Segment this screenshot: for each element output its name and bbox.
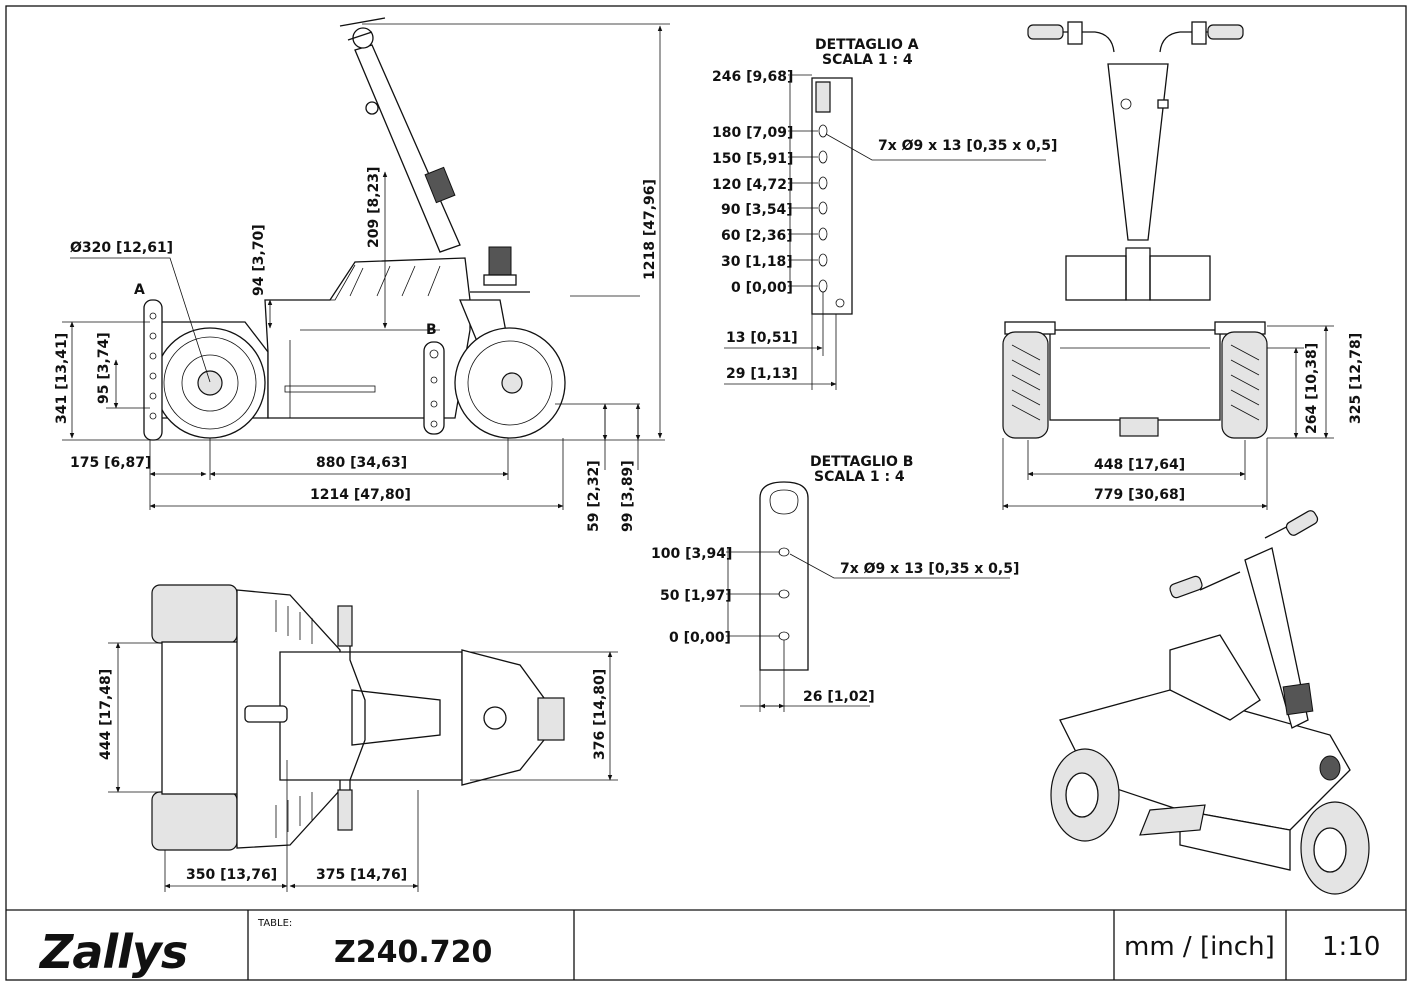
- front-view-dimensions: 448 [17,64] 779 [30,68] 264 [10,38] 325 …: [1002, 325, 1364, 510]
- dim-880: 880 [34,63]: [316, 455, 407, 471]
- detail-a-dim-6: 30 [1,18]: [721, 254, 793, 270]
- dim-wheel-diameter: Ø320 [12,61]: [70, 240, 173, 256]
- dim-99: 99 [3,89]: [620, 460, 636, 532]
- dim-341: 341 [13,41]: [54, 333, 70, 424]
- detail-a-dim-1: 180 [7,09]: [712, 125, 793, 141]
- table-label: TABLE:: [257, 918, 292, 929]
- detail-b-drawing: [726, 481, 1010, 712]
- detail-a-dim-7: 0 [0,00]: [731, 280, 793, 296]
- label-detail-b-marker: B: [426, 322, 437, 338]
- dim-95: 95 [3,74]: [96, 332, 112, 404]
- front-view: [1002, 21, 1268, 439]
- dim-376: 376 [14,80]: [592, 669, 608, 760]
- units-label: mm / [inch]: [1124, 932, 1275, 962]
- detail-a-dim-0: 246 [9,68]: [712, 69, 793, 85]
- detail-a-dim-4: 90 [3,54]: [721, 202, 793, 218]
- title-block: Zallys TABLE: Z240.720 mm / [inch] 1:10: [6, 909, 1406, 980]
- dim-59: 59 [2,32]: [586, 460, 602, 532]
- side-view-dimensions: [62, 23, 670, 510]
- detail-b-dim-26: 26 [1,02]: [803, 689, 875, 705]
- brand-logo: Zallys: [38, 925, 187, 979]
- detail-b-dim-0: 100 [3,94]: [651, 546, 732, 562]
- top-view: [151, 584, 565, 851]
- dim-779: 779 [30,68]: [1094, 487, 1185, 503]
- dim-1218: 1218 [47,96]: [642, 179, 658, 280]
- detail-a-dim-5: 60 [2,36]: [721, 228, 793, 244]
- detail-a-scale: SCALA 1 : 4: [822, 52, 913, 68]
- label-detail-a-marker: A: [134, 282, 145, 298]
- sheet-border: [5, 5, 1407, 981]
- detail-b-title: DETTAGLIO B: [810, 454, 913, 470]
- table-code: Z240.720: [334, 935, 492, 970]
- detail-b-holes-note: 7x Ø9 x 13 [0,35 x 0,5]: [840, 561, 1019, 577]
- detail-b-scale: SCALA 1 : 4: [814, 469, 905, 485]
- side-view: [143, 17, 665, 441]
- detail-a-title: DETTAGLIO A: [815, 37, 919, 53]
- isometric-view: [1050, 510, 1370, 895]
- detail-a-labels: DETTAGLIO A SCALA 1 : 4 246 [9,68] 180 […: [712, 37, 1057, 382]
- detail-b-labels: DETTAGLIO B SCALA 1 : 4 100 [3,94] 50 [1…: [651, 454, 1019, 705]
- top-view-dimensions: 444 [17,48] 376 [14,80] 350 [13,76] 375 …: [98, 642, 618, 892]
- dim-350: 350 [13,76]: [186, 867, 277, 883]
- detail-a-holes-note: 7x Ø9 x 13 [0,35 x 0,5]: [878, 138, 1057, 154]
- detail-a-dim-29: 29 [1,13]: [726, 366, 798, 382]
- dim-264: 264 [10,38]: [1304, 343, 1320, 434]
- dim-1214: 1214 [47,80]: [310, 487, 411, 503]
- detail-a-dim-13: 13 [0,51]: [726, 330, 798, 346]
- detail-a-drawing: [724, 74, 1046, 390]
- detail-a-dim-3: 120 [4,72]: [712, 177, 793, 193]
- dim-209: 209 [8,23]: [366, 167, 382, 248]
- dim-444: 444 [17,48]: [98, 669, 114, 760]
- dim-94: 94 [3,70]: [251, 224, 267, 296]
- scale-label: 1:10: [1322, 932, 1380, 962]
- dim-175: 175 [6,87]: [70, 455, 151, 471]
- detail-b-dim-2: 0 [0,00]: [669, 630, 731, 646]
- detail-b-dim-1: 50 [1,97]: [660, 588, 732, 604]
- dim-325: 325 [12,78]: [1348, 333, 1364, 424]
- detail-a-dim-2: 150 [5,91]: [712, 151, 793, 167]
- side-view-labels: A B Ø320 [12,61] 94 [3,70] 209 [8,23] 12…: [54, 167, 658, 532]
- dim-375: 375 [14,76]: [316, 867, 407, 883]
- dim-448: 448 [17,64]: [1094, 457, 1185, 473]
